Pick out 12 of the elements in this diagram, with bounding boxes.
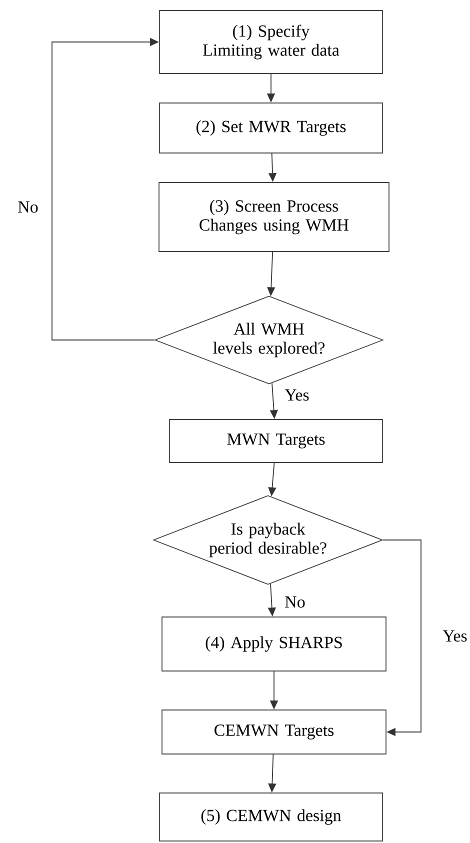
process-box: CEMWN Targets bbox=[162, 710, 386, 754]
process-box: (1) Specify Limiting water data bbox=[159, 10, 383, 74]
edge-label: Yes bbox=[284, 388, 310, 402]
process-box: MWN Targets bbox=[169, 419, 383, 463]
edge-label: No bbox=[16, 200, 40, 214]
process-box: (4) Apply SHARPS bbox=[162, 616, 386, 672]
arrow bbox=[382, 540, 422, 736]
process-box: (3) Screen Process Changes using WMH bbox=[158, 182, 390, 252]
process-box: (2) Set MWR Targets bbox=[159, 102, 383, 154]
edge-label: No bbox=[284, 595, 306, 609]
edge-label: Yes bbox=[442, 629, 468, 643]
process-box: (5) CEMWN design bbox=[159, 792, 383, 842]
